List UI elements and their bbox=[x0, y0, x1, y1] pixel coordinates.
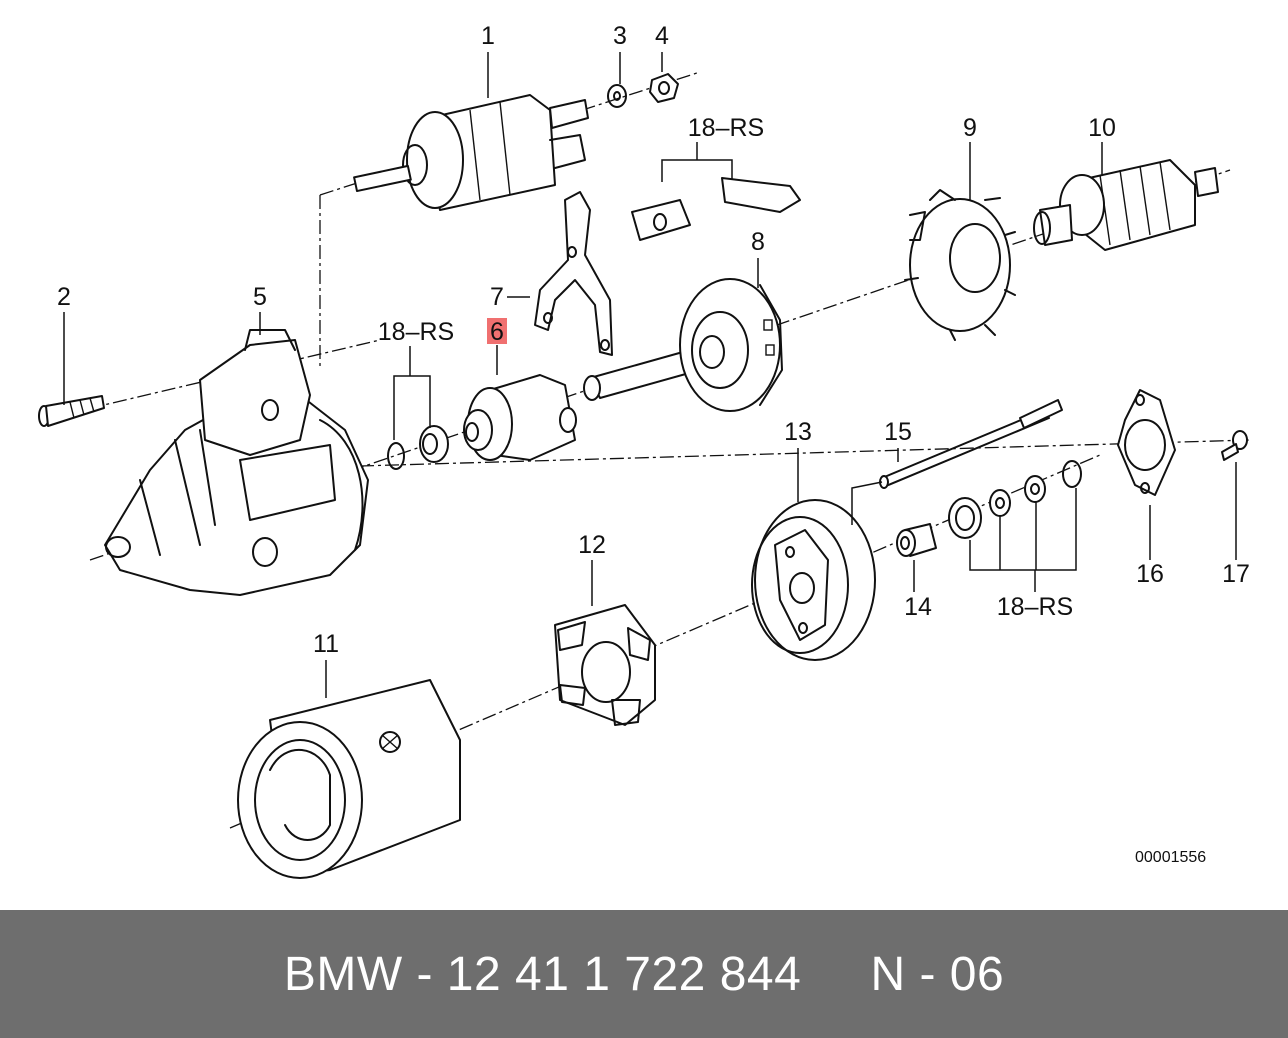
label-part-8: 8 bbox=[751, 228, 765, 256]
label-part-1: 1 bbox=[481, 22, 495, 50]
label-part-2: 2 bbox=[57, 283, 71, 311]
label-part-17: 17 bbox=[1222, 560, 1250, 588]
label-part-15: 15 bbox=[884, 418, 912, 446]
leader-lines bbox=[63, 52, 1237, 698]
part-1-solenoid bbox=[353, 94, 589, 211]
part-10-armature bbox=[1033, 159, 1219, 251]
label-part-4: 4 bbox=[655, 22, 669, 50]
part-18-rs-right-washers bbox=[948, 460, 1082, 539]
part-14-bushing bbox=[896, 523, 937, 557]
part-18-rs-left-rings bbox=[387, 425, 449, 470]
label-part-5: 5 bbox=[253, 283, 267, 311]
part-8-intermediate-bearing bbox=[679, 278, 783, 412]
label-part-16: 16 bbox=[1136, 560, 1164, 588]
label-part-7: 7 bbox=[490, 283, 504, 311]
part-5-housing bbox=[104, 329, 369, 596]
part-16-cap bbox=[1117, 389, 1176, 496]
planet-shaft bbox=[583, 349, 701, 401]
part-number-footer: BMW - 12 41 1 722 844 N - 06 bbox=[0, 910, 1288, 1038]
label-part-13: 13 bbox=[784, 418, 812, 446]
part-labels: 1 3 4 18–RS 9 10 8 2 5 7 18–RS 6 13 15 1… bbox=[57, 22, 1250, 866]
part-9-brush-plate bbox=[904, 189, 1016, 341]
label-18-rs-right: 18–RS bbox=[997, 593, 1073, 621]
label-part-14: 14 bbox=[904, 593, 932, 621]
drawing-number: 00001556 bbox=[1135, 849, 1206, 866]
part-2-bolt bbox=[38, 395, 105, 427]
part-11-pole-housing bbox=[237, 679, 461, 879]
part-4-nut bbox=[649, 73, 679, 103]
part-number-caption: BMW - 12 41 1 722 844 N - 06 bbox=[283, 947, 1005, 1001]
label-18-rs-left: 18–RS bbox=[378, 318, 454, 346]
part-12-brush-holder bbox=[554, 604, 656, 726]
label-part-12: 12 bbox=[578, 531, 606, 559]
label-part-3: 3 bbox=[613, 22, 627, 50]
part-13-end-cover bbox=[751, 499, 876, 661]
label-part-11: 11 bbox=[313, 630, 339, 658]
label-part-6: 6 bbox=[490, 318, 504, 346]
highlight-part-6 bbox=[487, 318, 507, 344]
part-15-through-bolt bbox=[879, 399, 1063, 489]
diagram-canvas: 1 3 4 18–RS 9 10 8 2 5 7 18–RS 6 13 15 1… bbox=[38, 22, 1251, 879]
label-18-rs-top: 18–RS bbox=[688, 114, 764, 142]
part-7-shift-fork bbox=[534, 191, 613, 356]
part-17-screw bbox=[1221, 430, 1248, 461]
part-6-pinion-drive bbox=[463, 374, 577, 461]
label-part-10: 10 bbox=[1088, 114, 1116, 142]
part-18-rs-top-bushes bbox=[631, 177, 801, 241]
label-part-9: 9 bbox=[963, 114, 977, 142]
exploded-parts-diagram: 1 3 4 18–RS 9 10 8 2 5 7 18–RS 6 13 15 1… bbox=[38, 22, 1251, 879]
part-3-washer bbox=[607, 84, 627, 108]
